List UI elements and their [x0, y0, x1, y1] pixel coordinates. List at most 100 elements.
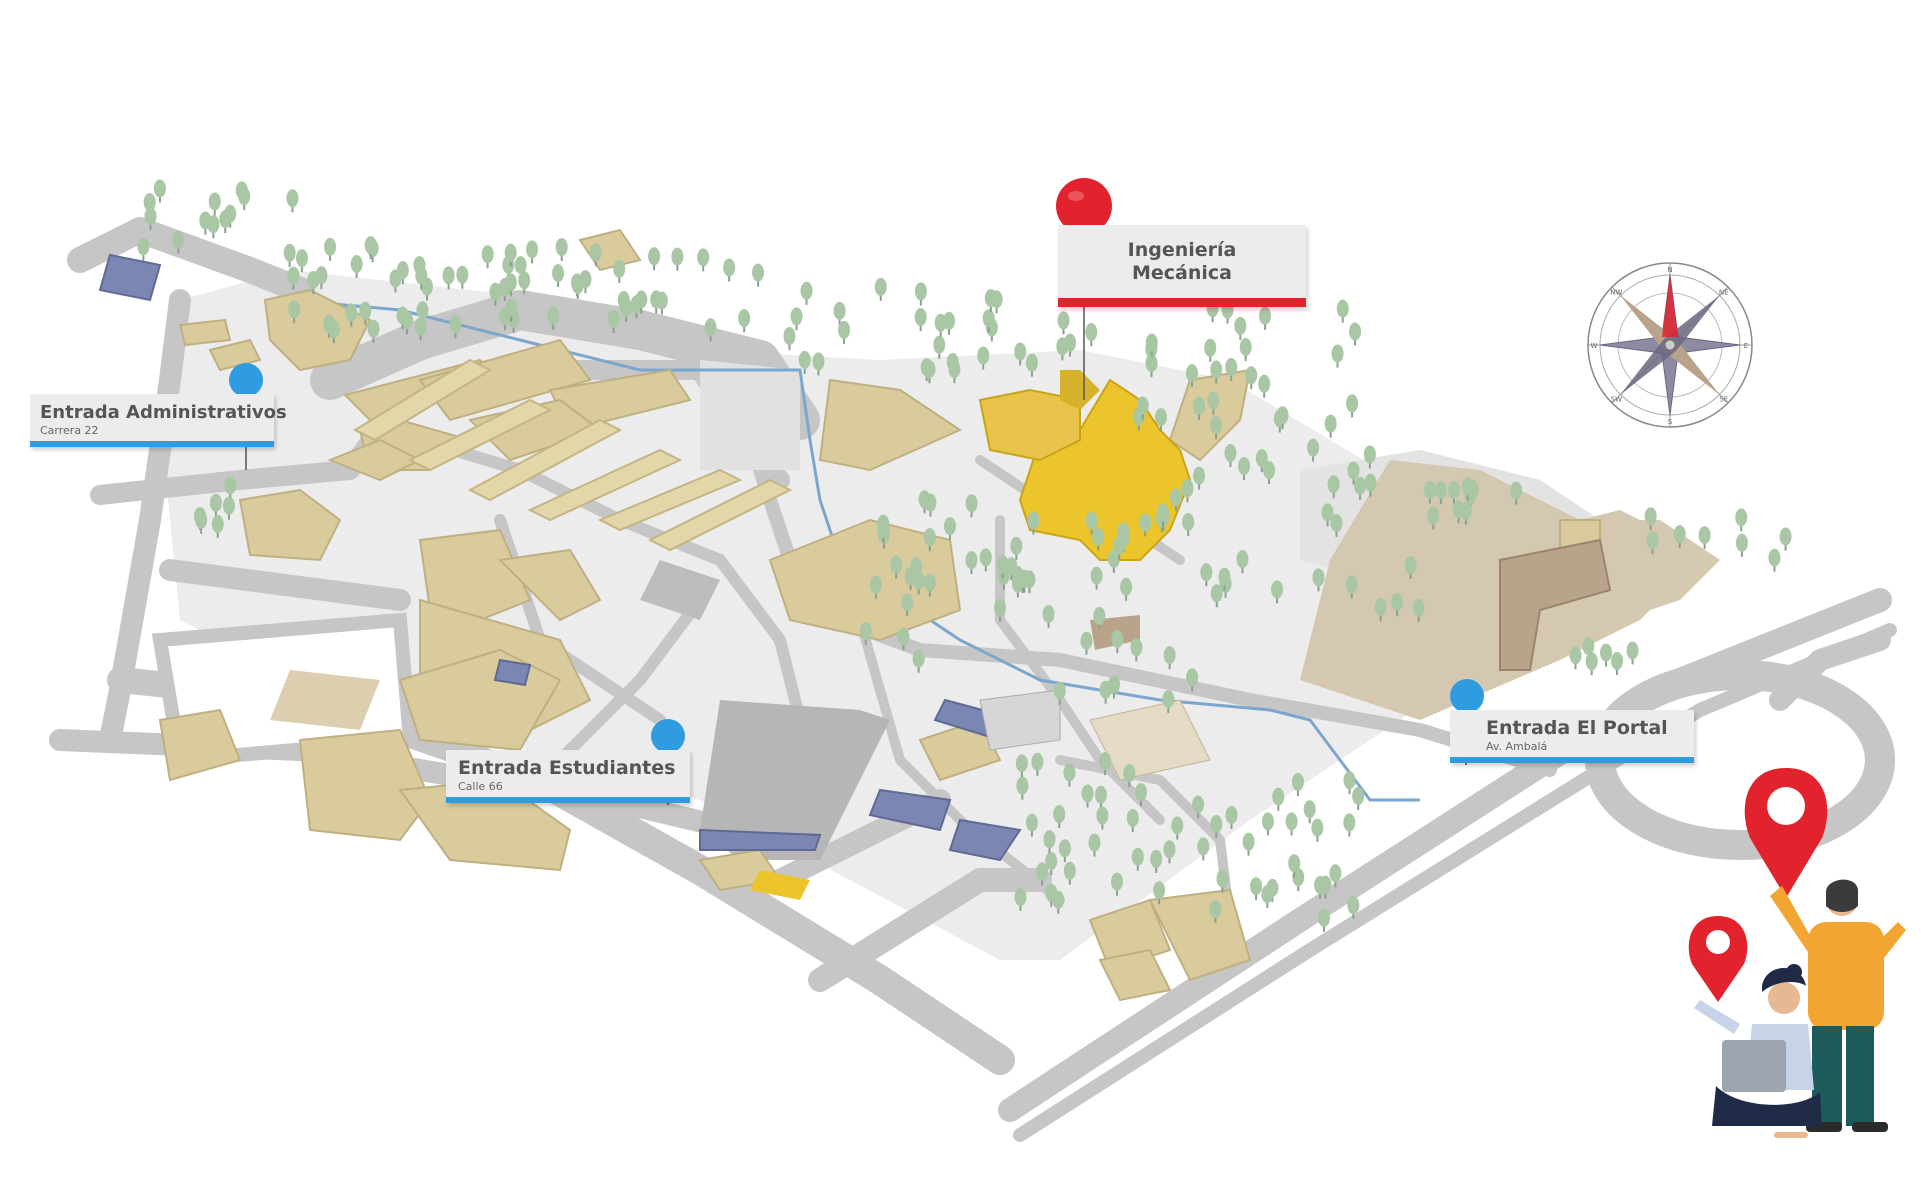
tree: [859, 621, 872, 645]
tree: [965, 494, 978, 518]
tree: [137, 237, 150, 261]
tree: [1258, 374, 1271, 398]
tree: [1234, 316, 1247, 340]
tree: [199, 211, 212, 235]
tree: [1312, 568, 1325, 592]
tree: [1025, 813, 1038, 837]
tree: [1200, 563, 1213, 587]
tree: [1099, 752, 1112, 776]
tree: [812, 352, 825, 376]
tree: [1391, 593, 1404, 617]
tree: [1053, 681, 1066, 705]
callout-accent-bar: [1450, 757, 1694, 763]
callout-entrada-el-portal[interactable]: Entrada El Portal Av. Ambalá: [1450, 710, 1694, 763]
tree: [1057, 311, 1070, 335]
compass-label: W: [1591, 342, 1598, 350]
compass-label: S: [1668, 418, 1673, 426]
tree: [838, 320, 851, 344]
tree: [1225, 805, 1238, 829]
tree: [1010, 536, 1023, 560]
tree: [1673, 525, 1686, 549]
callout-entrada-estudiantes[interactable]: Entrada Estudiantes Calle 66: [446, 750, 690, 803]
location-pin-blue-icon[interactable]: [228, 362, 264, 398]
tree: [934, 313, 947, 337]
tree: [1162, 690, 1175, 714]
location-pin-red-icon[interactable]: [1054, 178, 1114, 238]
tree: [650, 290, 663, 314]
tree: [1236, 550, 1249, 574]
callout-entrada-administrativos[interactable]: Entrada Administrativos Carrera 22: [30, 394, 287, 447]
tree: [943, 517, 956, 541]
tree: [1404, 556, 1417, 580]
callout-ingenieria-mecanica[interactable]: Ingeniería Mecánica: [1058, 225, 1306, 307]
tree: [1600, 643, 1613, 667]
tree: [350, 255, 363, 279]
tree: [505, 298, 518, 322]
callout-accent-bar: [30, 441, 274, 447]
tree: [1238, 457, 1251, 481]
tree: [211, 514, 224, 538]
tree: [1347, 461, 1360, 485]
location-pin-blue-icon[interactable]: [1449, 678, 1485, 714]
tree: [1259, 306, 1272, 330]
tree: [1181, 479, 1194, 503]
compass-label: E: [1744, 342, 1748, 350]
tree: [1346, 394, 1359, 418]
tree: [1329, 864, 1342, 888]
tree: [1224, 443, 1237, 467]
woman-figure: [1694, 964, 1822, 1138]
tree: [1085, 323, 1098, 347]
tree: [874, 277, 887, 301]
callout-subtitle: Av. Ambalá: [1486, 740, 1548, 753]
tree: [287, 266, 300, 290]
tree: [1324, 414, 1337, 438]
tree: [1459, 501, 1472, 525]
tree: [364, 236, 377, 260]
tree: [1291, 773, 1304, 797]
tree: [704, 318, 717, 342]
tree: [979, 548, 992, 572]
tree: [1163, 840, 1176, 864]
tree: [1210, 584, 1223, 608]
tree: [1036, 862, 1049, 886]
tree: [359, 301, 372, 325]
tree: [144, 207, 157, 231]
tree: [1321, 503, 1334, 527]
tree: [1193, 466, 1206, 490]
tree: [195, 510, 208, 534]
tree: [589, 243, 602, 267]
tree: [1130, 638, 1143, 662]
tree: [1303, 800, 1316, 824]
compass-label: SE: [1719, 396, 1728, 404]
tree: [555, 238, 568, 262]
tree: [1239, 337, 1252, 361]
tree: [1027, 511, 1040, 535]
callout-accent-bar: [1058, 298, 1306, 307]
tree: [1099, 680, 1112, 704]
tree: [1461, 477, 1474, 501]
tree: [1093, 606, 1106, 630]
tree: [1042, 604, 1055, 628]
map-pin-small-icon: [1688, 916, 1748, 1002]
tree: [1210, 360, 1223, 384]
tree: [923, 360, 936, 384]
tree: [1088, 833, 1101, 857]
tree: [414, 317, 427, 341]
tree: [1153, 881, 1166, 905]
tree: [1182, 512, 1195, 536]
map-pin-large-icon: [1744, 768, 1828, 898]
tree: [923, 528, 936, 552]
tree: [1585, 652, 1598, 676]
tree: [1131, 847, 1144, 871]
tree: [1107, 549, 1120, 573]
compass-label: SW: [1611, 396, 1622, 404]
location-pin-blue-icon[interactable]: [650, 718, 686, 754]
tree: [1447, 480, 1460, 504]
tree: [1197, 837, 1210, 861]
tree: [219, 210, 232, 234]
tree: [1156, 503, 1169, 527]
tree: [1330, 513, 1343, 537]
tree: [671, 247, 684, 271]
tree: [912, 571, 925, 595]
